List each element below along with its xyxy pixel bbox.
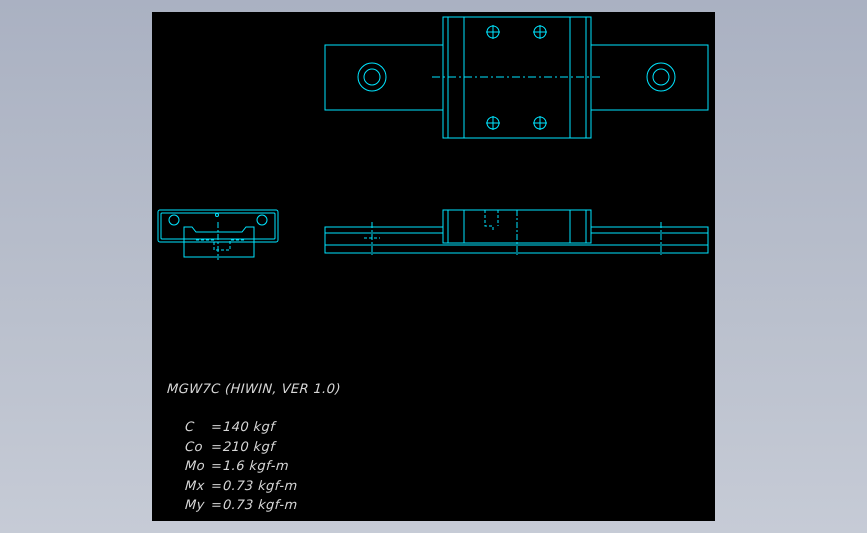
spec-value: 0.73 kgf-m [222,479,299,494]
rail-mount-hole-right [646,62,676,92]
drawing-canvas[interactable]: MGW7C (HIWIN, VER 1.0) C=140 kgf Co=210 … [152,12,715,521]
spec-symbol: Mx [184,479,206,494]
spec-symbol: Co [184,440,204,455]
spec-value: 1.6 kgf-m [222,459,290,474]
end-view [157,209,279,260]
spec-value: 0.73 kgf-m [222,498,299,513]
spec-row-c: C=140 kgf [184,420,276,435]
rail-mount-hole-left [357,62,387,92]
spec-symbol: C [184,420,196,435]
spec-symbol: My [184,498,206,513]
top-view [324,16,709,139]
side-view [324,209,709,255]
spec-row-my: My=0.73 kgf-m [184,498,299,513]
rail-profile [183,226,255,258]
spec-value: 140 kgf [222,420,276,435]
linear-guide-drawing [157,16,709,260]
spec-row-mx: Mx=0.73 kgf-m [184,479,299,494]
model-title: MGW7C (HIWIN, VER 1.0) [166,382,342,397]
spec-value: 210 kgf [222,440,276,455]
spec-row-co: Co=210 kgf [184,440,276,455]
spec-row-mo: Mo=1.6 kgf-m [184,459,290,474]
spec-symbol: Mo [184,459,206,474]
